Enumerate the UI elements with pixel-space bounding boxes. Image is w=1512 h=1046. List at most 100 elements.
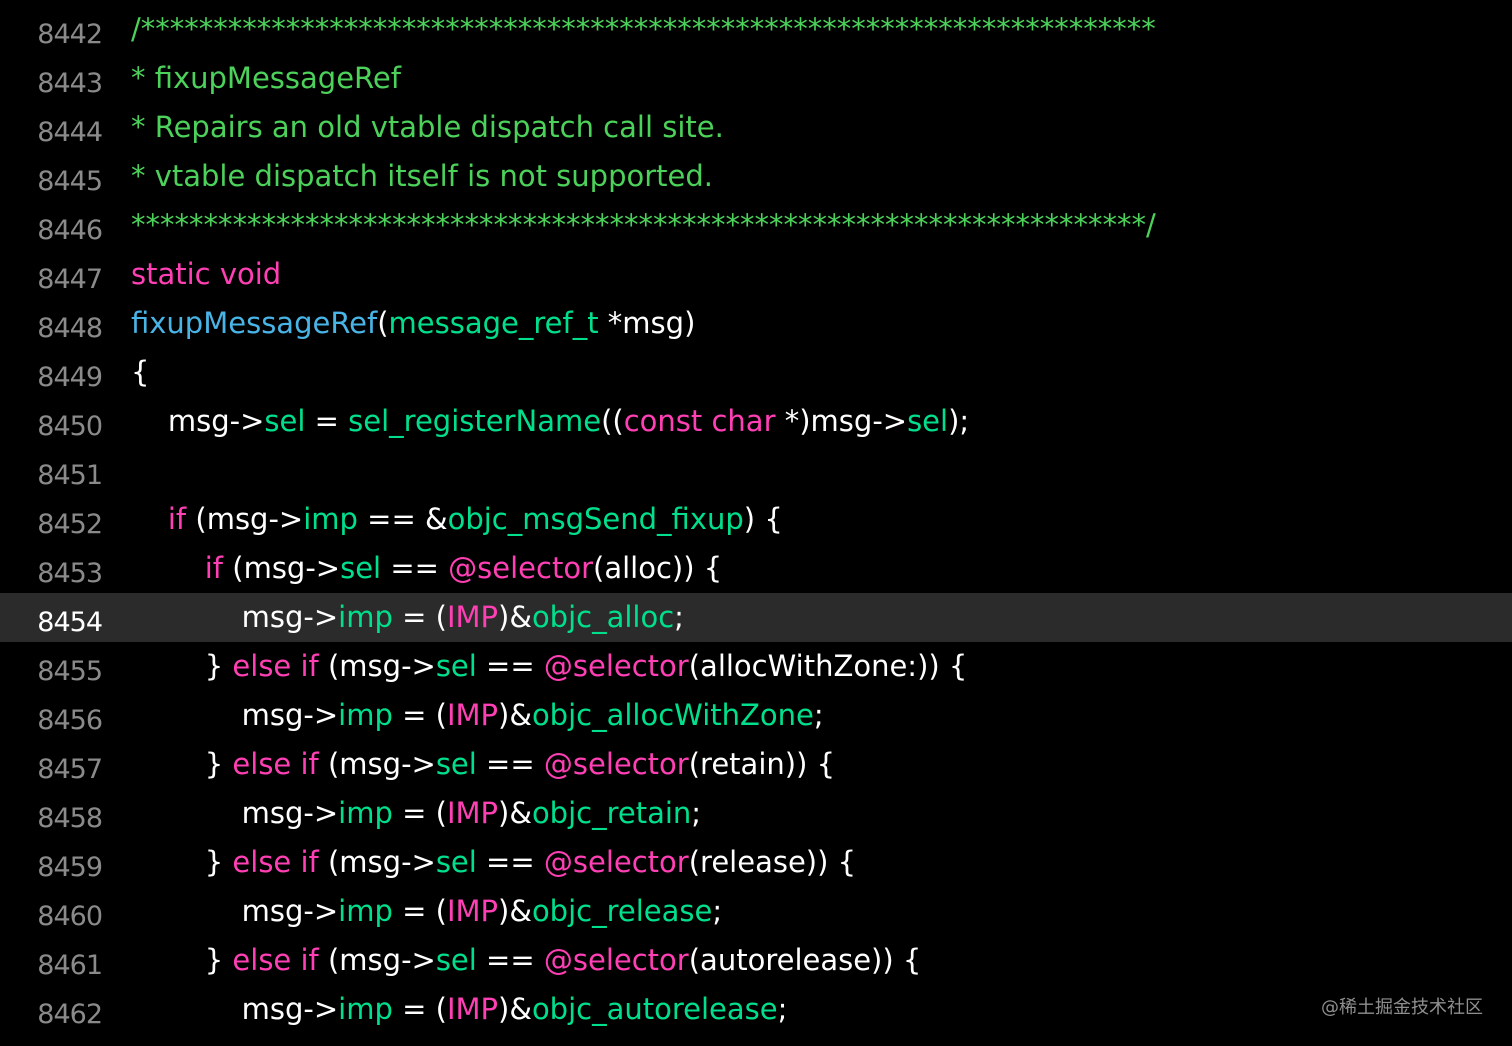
code-line[interactable]: 8453 if (msg->sel == @selector(alloc)) { [0,544,1512,593]
token-identifier: sel_registerName [348,404,602,438]
token-plain: } [131,649,233,683]
line-number: 8448 [37,313,103,344]
token-identifier: sel [264,404,306,438]
code-line[interactable]: 8449 { [0,348,1512,397]
token-plain: (release)) { [688,845,857,879]
token-identifier: sel [435,943,477,977]
token-plain: msg-> [131,992,339,1026]
code-text: static void [131,250,281,299]
line-number: 8456 [37,705,103,736]
code-text: } else if (msg->sel == @selector(allocWi… [131,642,968,691]
code-text: } else if (msg->sel == @selector(retain)… [131,740,835,789]
token-identifier: imp [338,796,393,830]
token-plain: == [476,943,544,977]
code-line[interactable]: 8445 * vtable dispatch itself is not supp… [0,152,1512,201]
code-line[interactable]: 8446************************************… [0,201,1512,250]
line-number: 8451 [37,460,103,491]
token-plain: (allocWithZone:)) { [688,649,968,683]
token-identifier: sel [435,747,477,781]
code-text: msg->imp = (IMP)&objc_allocWithZone; [131,691,824,740]
code-line[interactable]: 8456 msg->imp = (IMP)&objc_allocWithZone… [0,691,1512,740]
code-line[interactable]: 8442/***********************************… [0,5,1512,54]
code-text: /***************************************… [131,5,1156,54]
token-identifier: sel [907,404,949,438]
token-keyword: IMP [446,992,498,1026]
token-plain: } [131,943,233,977]
token-plain: (msg-> [318,943,436,977]
token-plain: = ( [392,992,447,1026]
token-identifier: sel [435,649,477,683]
code-line[interactable]: 8450 msg->sel = sel_registerName((const … [0,397,1512,446]
token-plain: *msg) [598,306,696,340]
line-number: 8460 [37,901,103,932]
token-plain: msg-> [131,404,265,438]
token-plain: (autorelease)) { [688,943,922,977]
token-plain: { [131,355,150,389]
token-identifier: objc_autorelease [531,992,778,1026]
line-number: 8459 [37,852,103,883]
token-identifier: sel [435,845,477,879]
line-number: 8454 [37,607,103,638]
code-text: msg->imp = (IMP)&objc_retain; [131,789,701,838]
line-number: 8461 [37,950,103,981]
token-keyword: IMP [446,698,498,732]
token-keyword: @selector [543,649,689,683]
code-text: { [131,348,149,397]
token-plain: msg-> [131,600,339,634]
token-plain: (msg-> [318,649,436,683]
code-line-current[interactable]: 8454 msg->imp = (IMP)&objc_alloc; [0,593,1512,642]
code-line[interactable]: 8452 if (msg->imp == &objc_msgSend_fixup… [0,495,1512,544]
code-text: fixupMessageRef(message_ref_t *msg) [131,299,695,348]
token-plain: ) { [743,502,783,536]
token-plain: == [476,845,544,879]
code-line[interactable]: 8443* fixupMessageRef [0,54,1512,103]
token-plain: ; [777,992,788,1026]
code-line[interactable]: 8451 [0,446,1512,495]
token-plain: )& [498,894,532,928]
code-line[interactable]: 8444* Repairs an old vtable dispatch cal… [0,103,1512,152]
token-plain: ); [948,404,970,438]
code-line[interactable]: 8455 } else if (msg->sel == @selector(al… [0,642,1512,691]
code-line[interactable]: 8460 msg->imp = (IMP)&objc_release; [0,887,1512,936]
token-keyword: if [204,551,224,585]
token-plain [131,502,168,536]
code-text: * vtable dispatch itself is not supporte… [131,152,713,201]
line-number: 8445 [37,166,103,197]
token-identifier: imp [338,698,393,732]
code-line[interactable]: 8458 msg->imp = (IMP)&objc_retain; [0,789,1512,838]
token-plain: ; [813,698,824,732]
token-plain: ; [712,894,723,928]
token-identifier: imp [303,502,358,536]
code-line[interactable]: 8448 fixupMessageRef(message_ref_t *msg) [0,299,1512,348]
code-text: msg->imp = (IMP)&objc_alloc; [131,593,684,642]
code-line[interactable]: 8459 } else if (msg->sel == @selector(re… [0,838,1512,887]
token-plain: msg-> [131,796,339,830]
token-keyword: IMP [446,894,498,928]
token-plain: )& [498,600,532,634]
token-plain [131,551,205,585]
line-number: 8449 [37,362,103,393]
token-function-decl: fixupMessageRef [131,306,378,340]
code-text: msg->imp = (IMP)&objc_release; [131,887,723,936]
token-keyword: @selector [448,551,593,585]
token-plain: = ( [392,796,447,830]
token-comment: * Repairs an old vtable dispatch call si… [131,110,724,144]
line-number: 8453 [37,558,103,589]
token-identifier: objc_allocWithZone [531,698,814,732]
token-identifier: objc_release [531,894,713,928]
code-line[interactable]: 8457 } else if (msg->sel == @selector(re… [0,740,1512,789]
token-plain: == & [357,502,448,536]
token-keyword: else if [232,747,319,781]
token-plain: == [381,551,449,585]
code-line[interactable]: 8462 msg->imp = (IMP)&objc_autorelease; [0,985,1512,1034]
token-plain: (msg-> [318,747,436,781]
code-line[interactable]: 8461 } else if (msg->sel == @selector(au… [0,936,1512,985]
token-identifier: imp [338,992,393,1026]
token-plain: )& [498,796,532,830]
token-keyword: else if [232,943,319,977]
token-identifier: objc_alloc [531,600,675,634]
watermark: @稀土掘金技术社区 [1321,997,1483,1018]
code-text: } else if (msg->sel == @selector(autorel… [131,936,922,985]
